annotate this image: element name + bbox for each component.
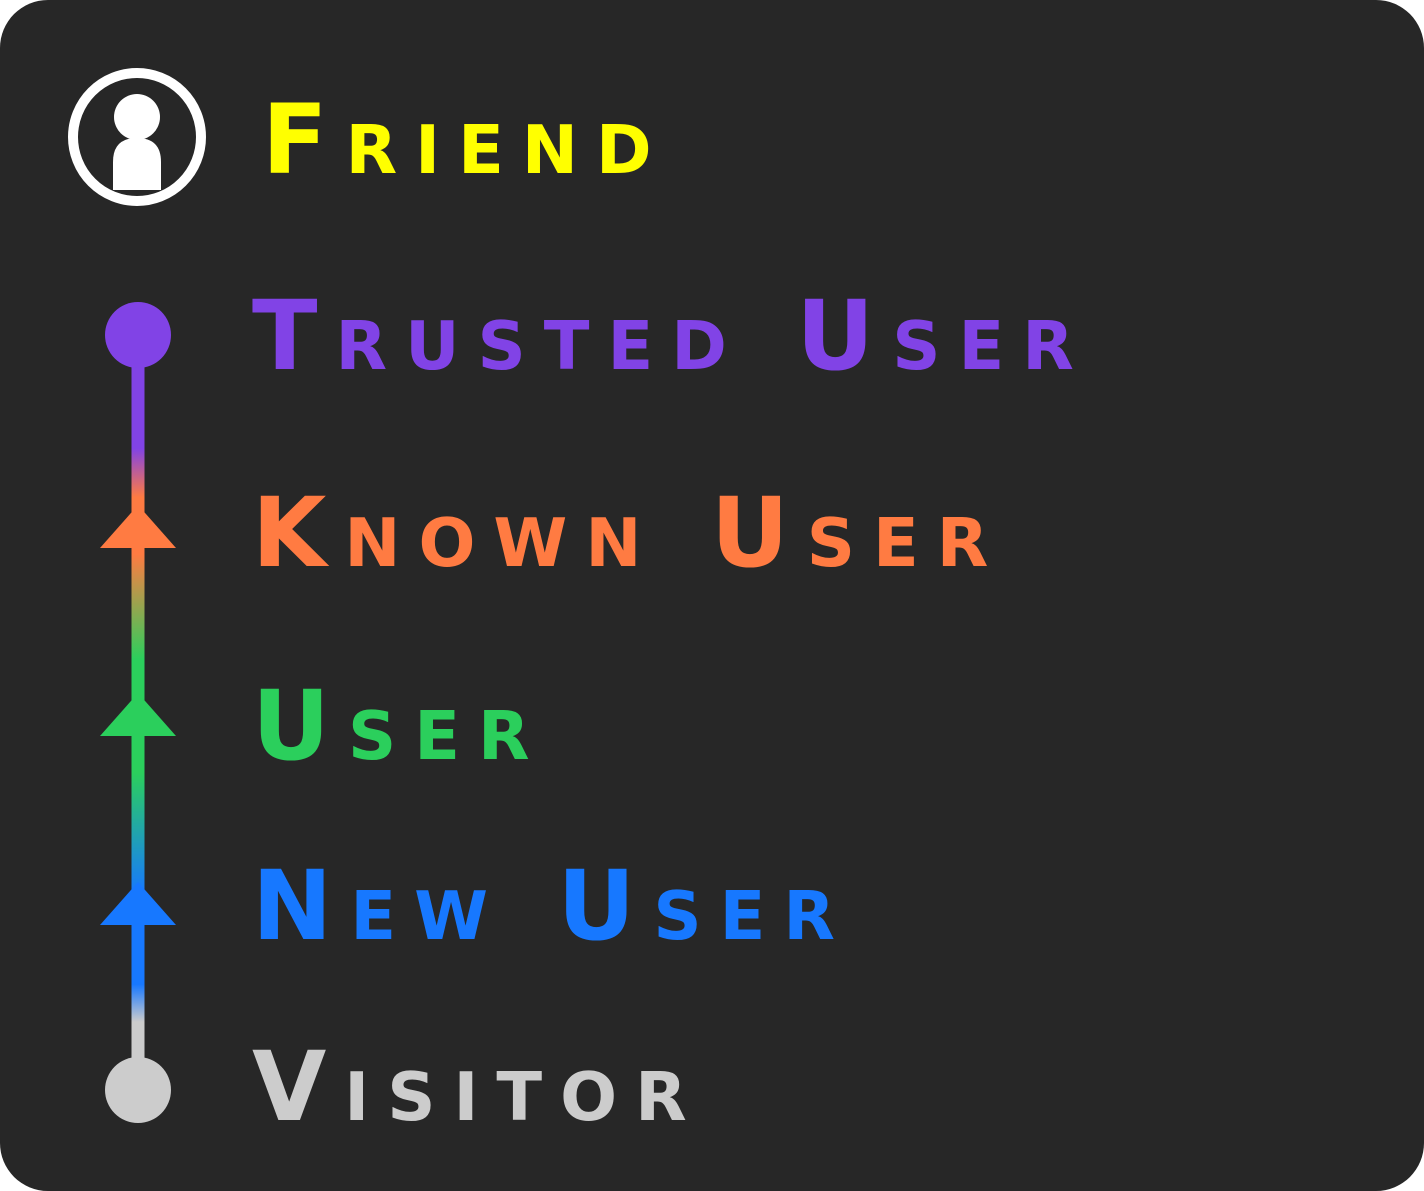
new-user-arrow-icon	[100, 882, 176, 925]
visitor-node-icon	[105, 1057, 171, 1123]
known-user-arrow-icon	[100, 505, 176, 548]
user-arrow-icon	[100, 693, 176, 736]
friend-avatar-icon	[68, 68, 206, 206]
rank-label-visitor: Visitor	[252, 1031, 705, 1143]
rank-label-friend: Friend	[262, 84, 670, 196]
trusted-user-node-icon	[105, 302, 171, 368]
rank-label-new-user: New User	[252, 850, 854, 962]
rank-label-known-user: Known User	[252, 477, 1007, 589]
rank-label-trusted-user: Trusted User	[252, 280, 1092, 392]
rank-label-user: User	[252, 670, 548, 782]
